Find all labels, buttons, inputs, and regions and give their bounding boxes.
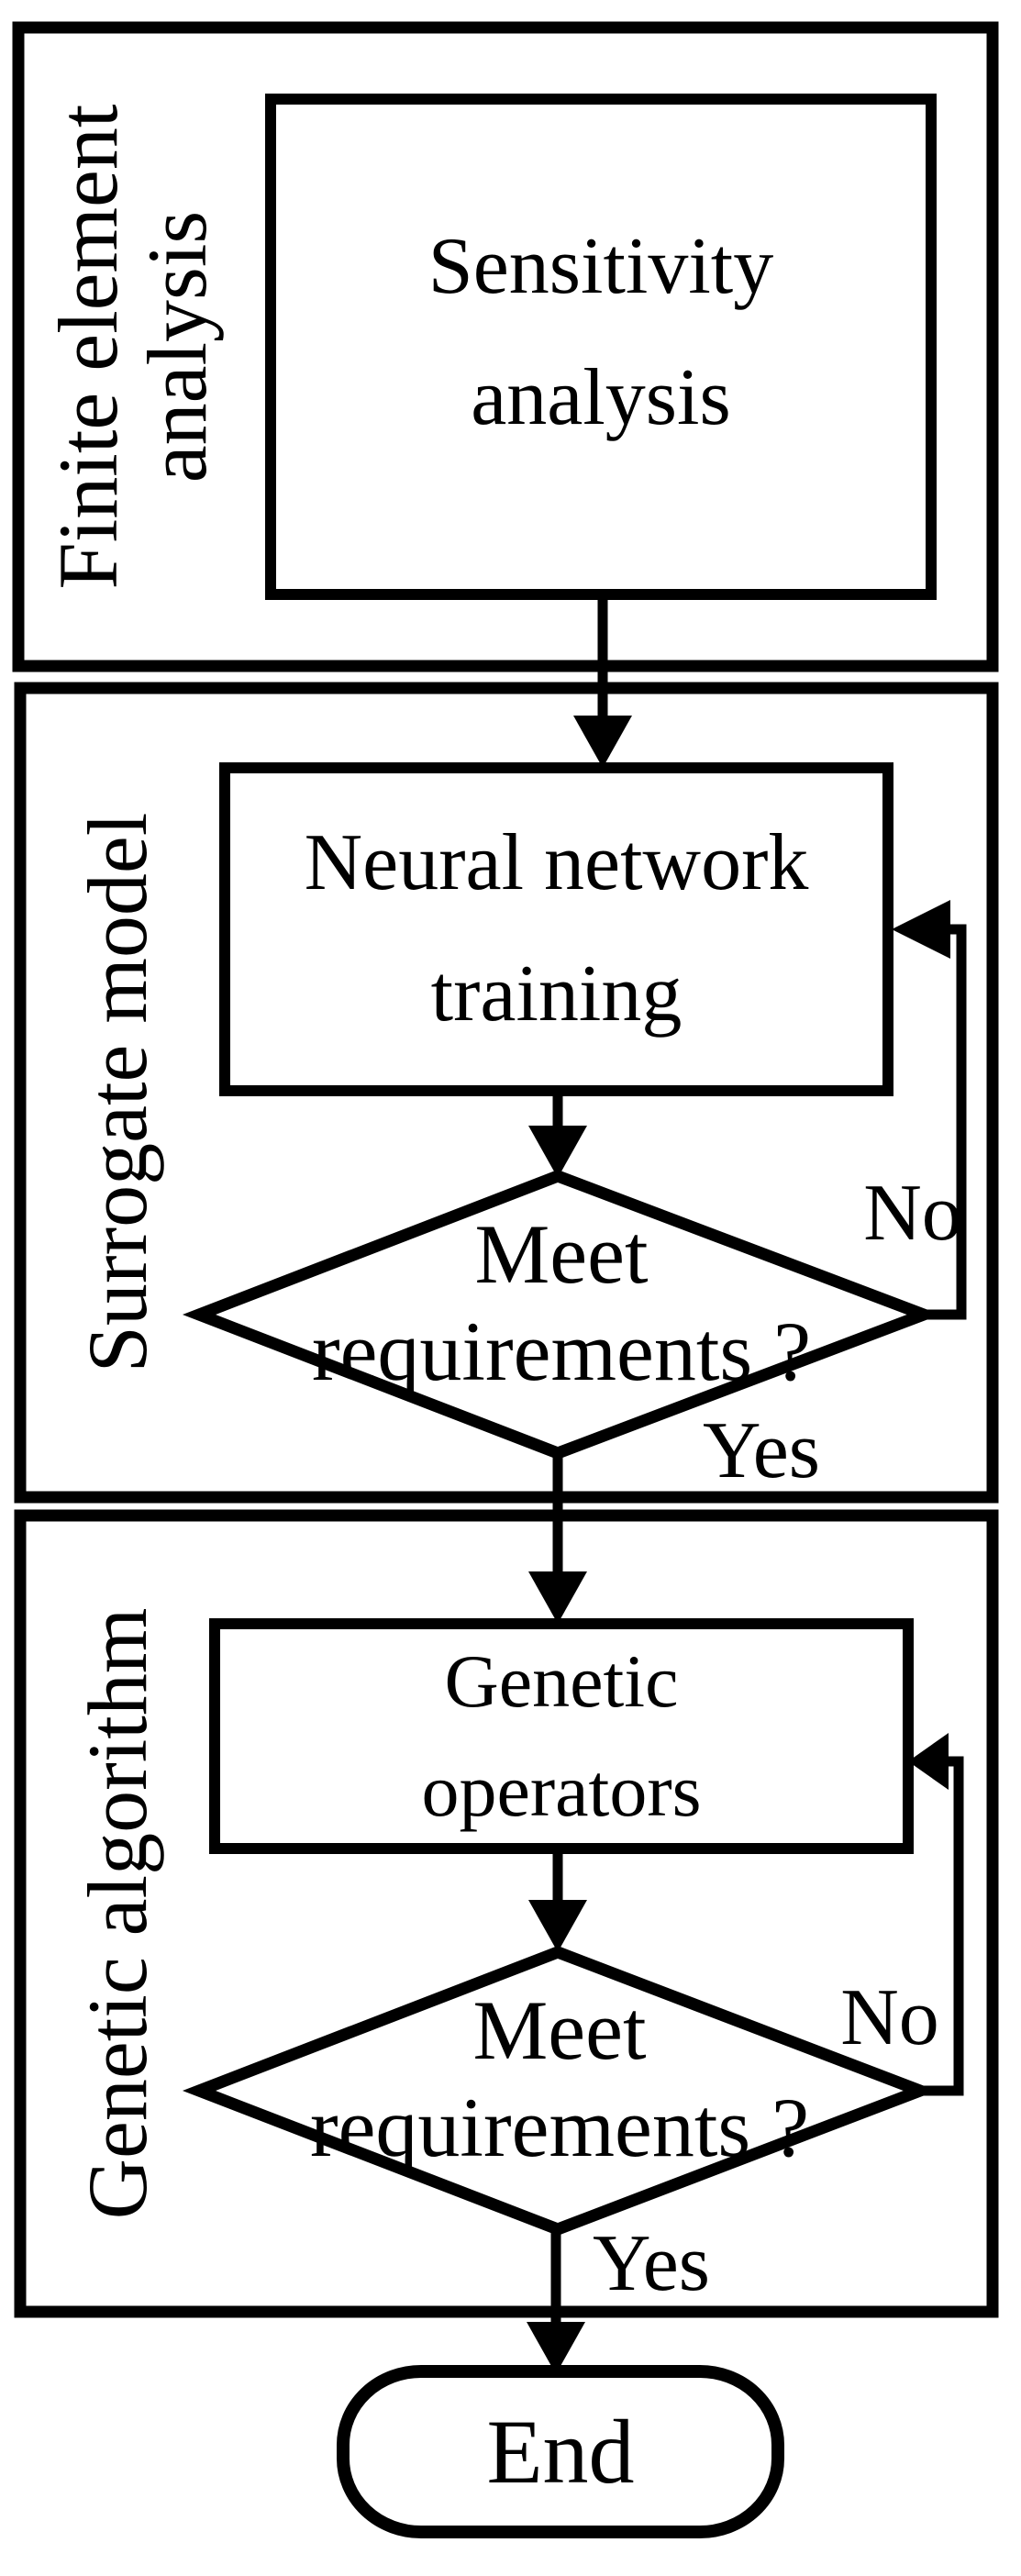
decision-text-line: requirements ?	[309, 2080, 810, 2174]
decision-text-line: requirements ?	[311, 1304, 812, 1398]
branch-label-yes-1: Yes	[688, 1410, 835, 1493]
section-box-surrogate-model	[14, 682, 999, 1504]
arrowhead-down-into-genetic-operators	[528, 1571, 587, 1624]
branch-label-no-1: No	[853, 1172, 972, 1255]
decision-text-meet-requirements-1: Meet requirements ?	[199, 1176, 924, 1453]
arrowhead-left-into-neural-network	[892, 900, 950, 959]
branch-label-text: No	[863, 1169, 962, 1258]
process-text-line: operators	[421, 1748, 702, 1832]
process-box-sensitivity-analysis	[265, 94, 937, 600]
section-box-genetic-algorithm	[14, 1509, 999, 2318]
section-label-line: analysis	[130, 210, 224, 483]
arrowhead-left-into-genetic-operators	[908, 1733, 949, 1790]
section-label-surrogate-model: Surrogate model	[62, 698, 172, 1487]
decision-text-meet-requirements-2: Meet requirements ?	[199, 1952, 920, 2229]
process-text-line: Neural network	[304, 818, 809, 908]
process-text-sensitivity-analysis: Sensitivity analysis	[271, 99, 931, 594]
process-box-genetic-operators	[209, 1618, 914, 1854]
terminator-end	[337, 2365, 784, 2538]
feedback-line-no-loop-1	[924, 924, 967, 1320]
terminator-label: End	[486, 2400, 635, 2503]
section-box-finite-element-analysis	[12, 21, 999, 672]
process-text-line: Sensitivity	[427, 222, 774, 312]
process-text-line: Genetic	[444, 1638, 679, 1723]
section-label-line: Genetic algorithm	[70, 1607, 164, 2220]
feedback-line-no-loop-2	[920, 1756, 964, 2096]
process-text-line: analysis	[471, 353, 731, 442]
arrowhead-down-into-decision1	[528, 1126, 587, 1178]
decision-text-line: Meet	[474, 1206, 649, 1301]
terminator-text-end: End	[343, 2371, 778, 2532]
section-label-genetic-algorithm: Genetic algorithm	[62, 1519, 172, 2308]
branch-label-yes-2: Yes	[578, 2223, 725, 2305]
arrowhead-down-into-end	[527, 2322, 585, 2374]
branch-label-text: No	[840, 1973, 939, 2062]
process-text-neural-network-training: Neural network training	[225, 768, 888, 1091]
branch-label-text: Yes	[702, 1406, 821, 1495]
section-label-finite-element-analysis: Finite element analysis	[14, 26, 252, 668]
process-text-line: training	[430, 949, 683, 1038]
branch-label-no-2: No	[830, 1977, 949, 2060]
section-label-line: Finite element	[41, 104, 136, 590]
arrowhead-down-into-decision2	[528, 1900, 587, 1952]
branch-label-text: Yes	[592, 2219, 711, 2308]
section-label-line: Surrogate model	[70, 812, 164, 1373]
process-text-genetic-operators: Genetic operators	[215, 1624, 908, 1849]
arrowhead-down-into-neural-network	[573, 716, 632, 768]
decision-text-line: Meet	[472, 1982, 647, 2077]
